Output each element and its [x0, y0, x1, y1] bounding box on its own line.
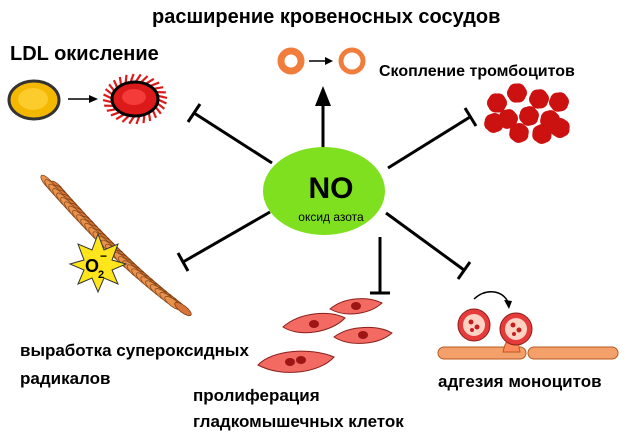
monocyte-adhesion-label: адгезия моноцитов [438, 371, 602, 392]
arrowhead-ldl [89, 95, 98, 103]
ring-icon-constricted [281, 51, 301, 71]
proliferation-label: пролиферация гладкомышечных клеток [193, 383, 404, 435]
endothelial-cell-icon [528, 347, 618, 359]
nucleus-icon [296, 356, 306, 364]
platelet-lobe [550, 122, 564, 136]
platelet-lobe [513, 86, 527, 100]
nucleus-icon [285, 358, 295, 366]
ldl-highlight [18, 88, 48, 110]
platelet-icon [519, 106, 539, 126]
ldl-oxidation-label: LDL окисление [10, 42, 159, 67]
platelet-lobe [514, 128, 528, 142]
superoxide-o-label: O [85, 256, 99, 276]
monocyte-cytoplasm [463, 314, 485, 336]
monocyte-adhesion-icon [438, 292, 618, 359]
superoxide-label-line: выработка супероксидных [20, 337, 249, 365]
superoxide-sub-label: 2 [98, 269, 104, 281]
proliferation-label-line: гладкомышечных клеток [193, 409, 404, 435]
platelet-lobe [492, 93, 506, 107]
ring-icon-dilated [341, 50, 363, 72]
inhibit-platelet-line [388, 117, 470, 168]
smooth-muscle-cells [258, 299, 392, 373]
proliferation-label-line: пролиферация [193, 383, 404, 409]
inhibit-ldl-line [194, 113, 272, 163]
rolling-arrow-curve [474, 292, 508, 302]
inhibit-adhesion-bar [458, 262, 470, 279]
nucleus-icon [309, 320, 319, 328]
oxidized-ldl-highlight [122, 89, 146, 105]
platelet-icon [550, 118, 569, 138]
platelet-lobe [551, 98, 565, 112]
arrowhead-vasodilation [315, 86, 331, 106]
smooth-muscle-cell-icon [258, 351, 334, 372]
vasodilation-label: расширение кровеносных сосудов [152, 5, 500, 30]
inhibit-superoxide-line [183, 212, 270, 262]
platelet-lobe [535, 130, 549, 144]
nucleus-icon [358, 331, 368, 339]
platelet-icon [509, 123, 529, 143]
rolling-arrowhead [504, 300, 512, 309]
platelet-icon [529, 89, 549, 108]
inhibit-platelet-bar [465, 108, 476, 126]
arrowhead-vessel [325, 57, 333, 65]
no-symbol: NO [301, 170, 361, 208]
platelet-lobe [490, 115, 504, 129]
platelet-icon [487, 93, 507, 112]
nucleus-icon [351, 302, 361, 310]
platelet-cluster-icon [484, 83, 570, 144]
monocyte-cytoplasm [505, 318, 527, 340]
inhibit-ldl-bar [188, 104, 200, 122]
platelet-icon [549, 92, 569, 112]
inhibit-adhesion-line [386, 213, 464, 270]
platelet-lobe [534, 94, 548, 108]
inhibit-superoxide-bar [178, 253, 188, 271]
superoxide-sup-label: − [100, 249, 107, 263]
platelet-lobe [520, 107, 534, 121]
platelet-aggregation-label: Скопление тромбоцитов [379, 62, 575, 82]
no-name-label: оксид азота [281, 210, 381, 225]
platelet-icon [507, 83, 527, 102]
